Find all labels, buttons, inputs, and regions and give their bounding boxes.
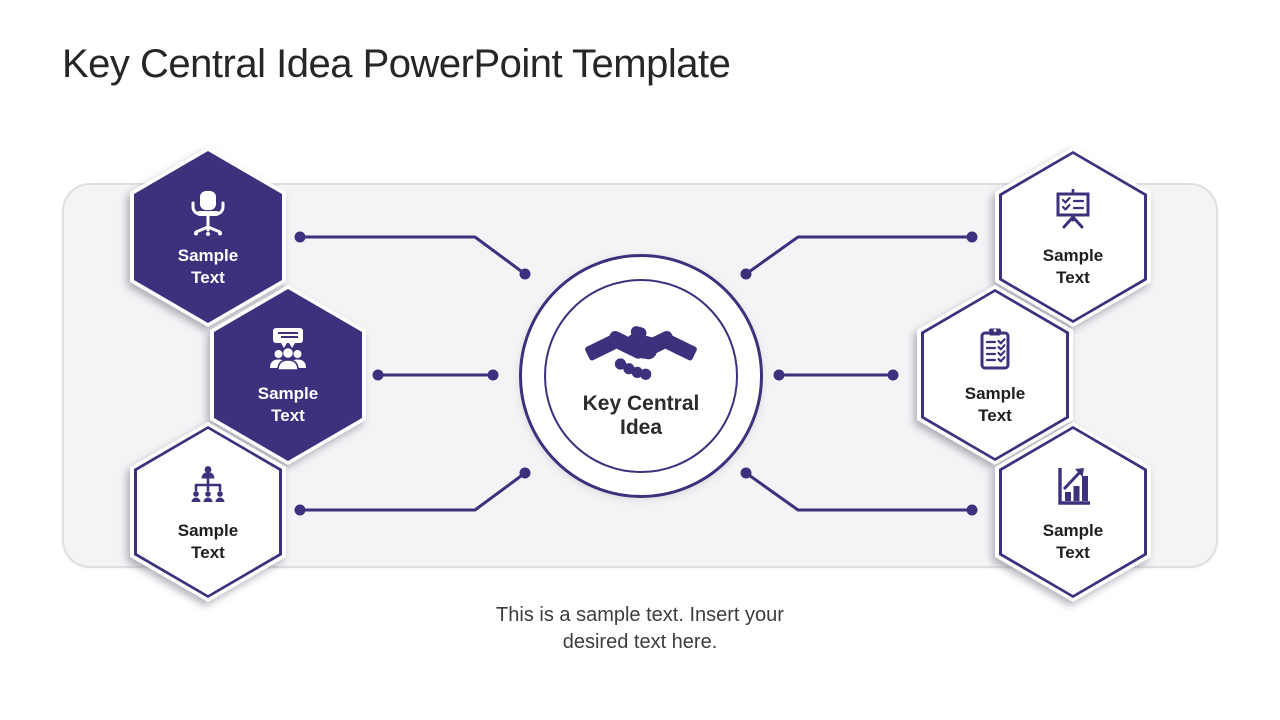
org-chart-icon <box>191 466 225 503</box>
growth-chart-icon <box>1058 468 1090 505</box>
handshake-icon <box>585 326 697 380</box>
central-idea-label: Key Central Idea <box>582 391 700 439</box>
hexagon-label: Sample Text <box>177 246 239 287</box>
office-chair-icon <box>191 191 225 237</box>
central-idea-circle[interactable]: Key Central Idea <box>519 254 763 498</box>
central-inner-ring <box>544 279 738 473</box>
hexagon-left-middle[interactable]: Sample Text <box>210 285 366 465</box>
hexagon-left-bottom[interactable]: Sample Text <box>130 422 286 602</box>
hexagon-label: Sample Text <box>1042 521 1104 562</box>
sample-caption: This is a sample text. Insert your desir… <box>496 604 784 653</box>
hexagon-label: Sample Text <box>257 384 319 425</box>
hexagon-right-middle[interactable]: Sample Text <box>917 285 1073 465</box>
hexagon-label: Sample Text <box>964 384 1026 425</box>
clipboard-checklist-icon <box>980 328 1010 370</box>
hexagon-left-top[interactable]: Sample Text <box>130 147 286 327</box>
team-discussion-icon <box>270 328 306 372</box>
page-title: Key Central Idea PowerPoint Template <box>62 42 731 86</box>
hexagon-right-bottom[interactable]: Sample Text <box>995 422 1151 602</box>
hexagon-label: Sample Text <box>1042 246 1104 287</box>
presentation-board-icon <box>1056 189 1090 229</box>
hexagon-right-top[interactable]: Sample Text <box>995 147 1151 327</box>
hexagon-label: Sample Text <box>177 521 239 562</box>
